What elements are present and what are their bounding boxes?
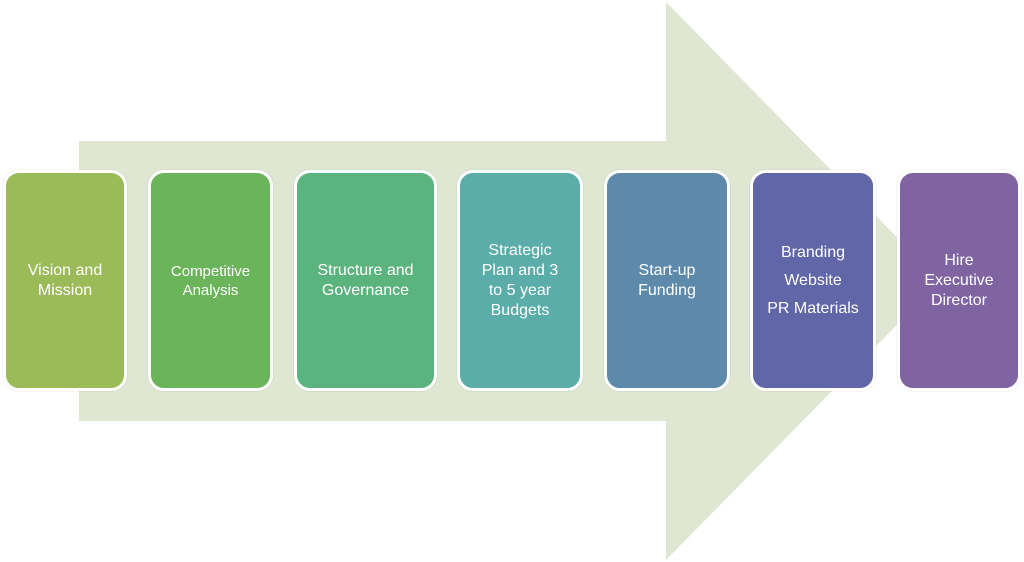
step-strategic-plan-and-budgets: Strategic Plan and 3 to 5 year Budgets xyxy=(457,170,583,391)
step-label: Competitive Analysis xyxy=(170,262,251,299)
step-competitive-analysis: Competitive Analysis xyxy=(148,170,273,391)
step-label: Structure and Governance xyxy=(317,261,414,299)
step-label: Vision and Mission xyxy=(27,261,103,299)
step-label: Hire Executive Director xyxy=(924,251,994,309)
step-label: Branding Website PR Materials xyxy=(767,243,859,317)
step-branding-website-pr: Branding Website PR Materials xyxy=(750,170,876,391)
step-hire-executive-director: Hire Executive Director xyxy=(897,170,1021,391)
step-structure-and-governance: Structure and Governance xyxy=(294,170,437,391)
step-label: Strategic Plan and 3 to 5 year Budgets xyxy=(481,241,559,319)
step-start-up-funding: Start-up Funding xyxy=(604,170,730,391)
step-label: Start-up Funding xyxy=(638,261,696,299)
step-vision-and-mission: Vision and Mission xyxy=(3,170,127,391)
